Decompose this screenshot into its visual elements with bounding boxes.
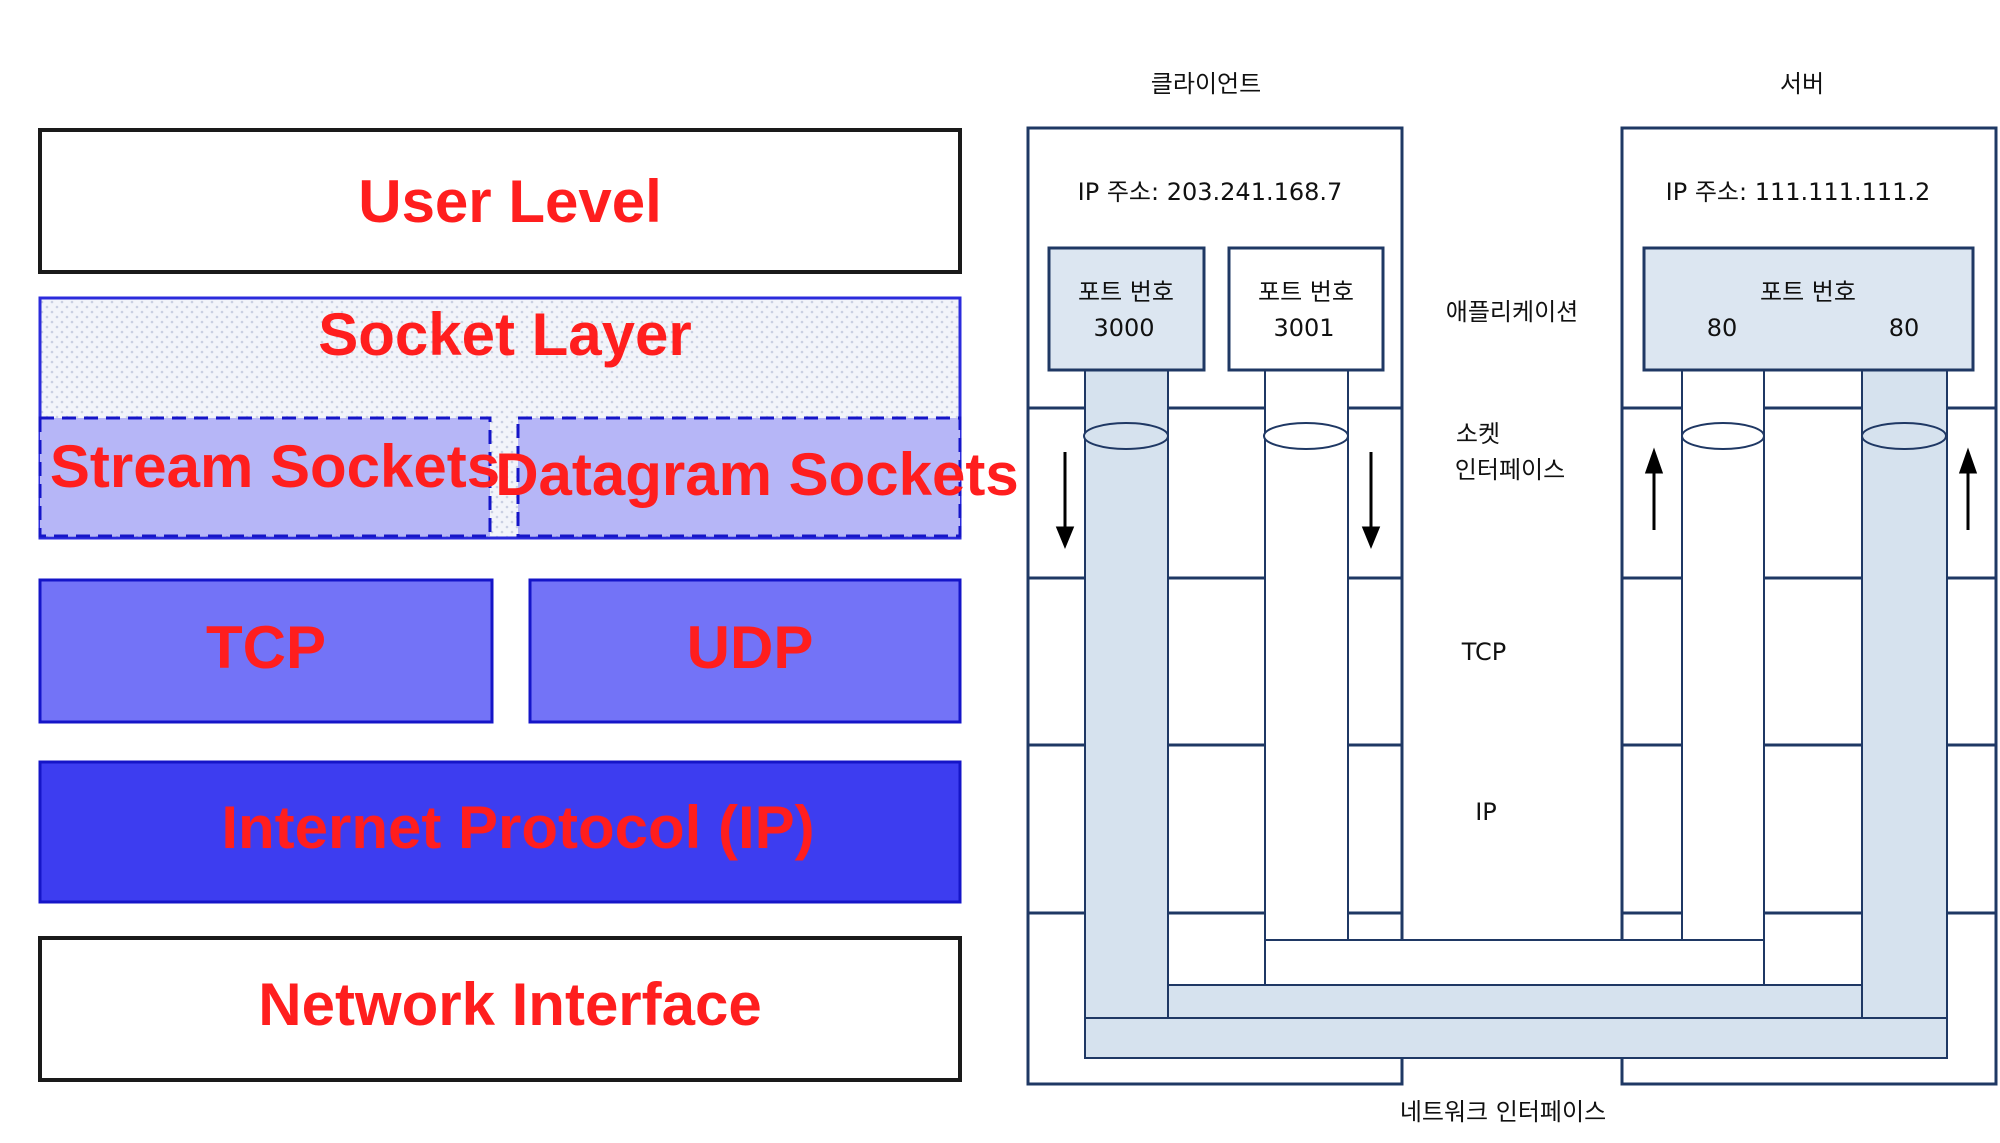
pipe-bottom-outer [1084,1017,1948,1059]
udp-label: UDP [687,614,814,681]
left-layer-stack: User Level Socket Layer Stream Sockets D… [38,128,1019,1082]
client-port-3001-title: 포트 번호 [1258,278,1354,306]
arrow-down-icon [1055,452,1075,549]
user-level-box [38,128,962,274]
server-title: 서버 [1780,70,1824,98]
layer-ip-label: IP [1475,798,1497,826]
shaft-client-3001 [1264,369,1349,941]
client-port-3001-number: 3001 [1273,314,1334,342]
shaft-server-80b [1861,369,1948,1019]
socket-client-3001 [1263,422,1349,450]
pipe-shafts [1084,369,1948,1059]
socket-layer-label: Socket Layer [318,301,692,368]
tcp-label: TCP [206,614,326,681]
arrow-up-icon [1644,447,1664,530]
shaft-client-3000 [1084,369,1169,1019]
stream-sockets-box [38,416,492,538]
network-interface-box [38,936,962,1082]
layer-tcp-label: TCP [1461,638,1506,666]
pipe-bottom-gap-fill [1167,984,1863,1019]
socket-server-80b [1861,422,1947,450]
direction-arrows [1055,447,1978,549]
layer-socket-label-2: 인터페이스 [1455,456,1565,484]
stream-sockets-label: Stream Sockets [50,433,500,500]
network-interface-label: Network Interface [258,971,762,1038]
layer-socket-label-1: 소켓 [1456,420,1500,448]
layer-application-label: 애플리케이션 [1446,298,1578,326]
client-port-3000-title: 포트 번호 [1078,278,1174,306]
client-server-diagram: 클라이언트 서버 [1026,70,1998,1126]
arrow-up-icon [1958,447,1978,530]
client-port-box-3000 [1047,246,1206,372]
client-title: 클라이언트 [1151,70,1261,98]
server-ip-label: IP 주소: 111.111.111.2 [1666,178,1931,206]
ip-label: Internet Protocol (IP) [221,794,814,861]
client-port-3000-number: 3000 [1093,314,1154,342]
socket-client-3000 [1083,422,1169,450]
datagram-sockets-box [516,416,962,538]
shaft-server-80a [1681,369,1765,941]
tcp-box [38,578,494,724]
socket-server-80a [1681,422,1765,450]
pipe-bottom-inner [1264,939,1765,986]
network-interface-caption: 네트워크 인터페이스 [1400,1098,1606,1126]
user-level-label: User Level [358,168,662,235]
datagram-sockets-label: Datagram Sockets [495,441,1019,508]
ip-box [38,760,962,904]
server-port-80b-number: 80 [1889,314,1920,342]
server-port-title: 포트 번호 [1760,278,1856,306]
arrow-down-icon [1361,452,1381,549]
server-port-box [1642,246,1975,372]
client-port-box-3001 [1227,246,1385,372]
udp-box [528,578,962,724]
client-ip-label: IP 주소: 203.241.168.7 [1078,178,1343,206]
socket-ellipses [1083,422,1947,450]
server-port-80a-number: 80 [1707,314,1738,342]
